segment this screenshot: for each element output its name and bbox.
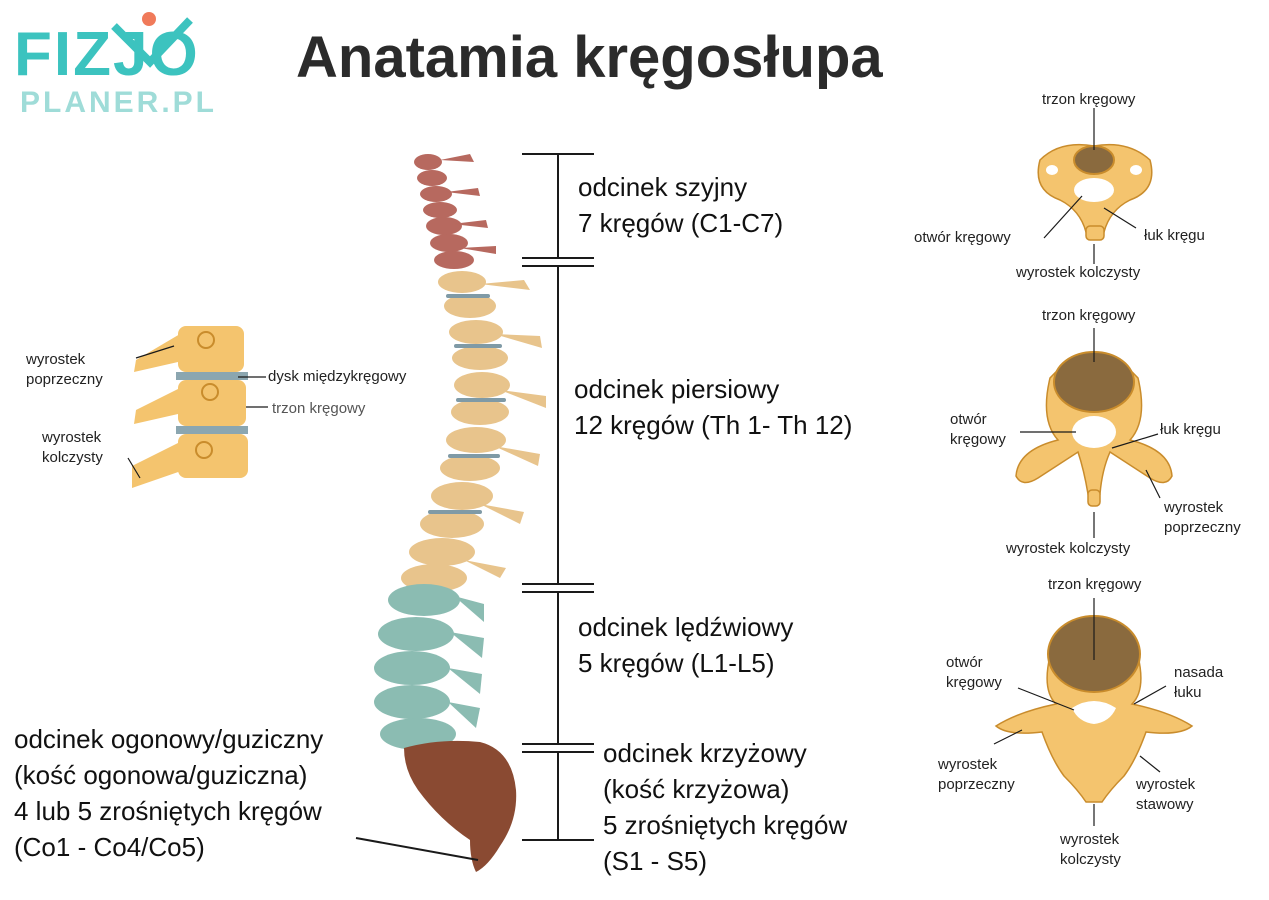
thoracic-transverse-line2: poprzeczny — [1164, 518, 1241, 536]
lumbar-vertebrae — [374, 584, 484, 750]
side-spinous-label: wyrostek kolczysty — [42, 428, 103, 467]
cervical-body-label: trzon kręgowy — [1042, 91, 1136, 108]
lumbar-pedicle-line2: łuku — [1174, 683, 1202, 701]
coccyx-segment-bone: (kość ogonowa/guziczna) — [14, 759, 308, 790]
sacral-segment-label: odcinek krzyżowy (kość krzyżowa) 5 zrośn… — [603, 736, 847, 880]
cervical-vertebrae — [414, 154, 496, 269]
lumbar-spinous-line1: wyrostek — [1060, 831, 1120, 848]
thoracic-transverse-label: wyrostek poprzeczny — [1164, 498, 1241, 537]
side-spinous-line2: kolczysty — [42, 448, 103, 466]
lumbar-segment-label: odcinek lędźwiowy 5 kręgów (L1-L5) — [578, 610, 793, 682]
thoracic-discs — [428, 294, 506, 514]
page-title: Anatamia kręgosłupa — [296, 25, 883, 90]
cervical-vertebra-top-view — [1037, 108, 1153, 264]
thoracic-segment-label: odcinek piersiowy 12 kręgów (Th 1- Th 12… — [574, 372, 852, 444]
cervical-segment-count: 7 kręgów (C1-C7) — [578, 207, 784, 238]
lumbar-vertebra-top-view — [993, 598, 1194, 826]
lumbar-foramen-line1: otwór — [946, 654, 983, 671]
logo-planer-text: PLANER.PL — [20, 86, 218, 119]
thoracic-segment-name: odcinek piersiowy — [574, 374, 780, 404]
thoracic-foramen-label: otwór kręgowy — [950, 410, 1006, 449]
thoracic-segment-count: 12 kręgów (Th 1- Th 12) — [574, 409, 853, 440]
lumbar-transverse-line2: poprzeczny — [938, 775, 1015, 793]
side-transverse-label: wyrostek poprzeczny — [26, 350, 103, 389]
side-view-vertebrae — [127, 326, 268, 488]
side-disc-label: dysk międzykręgowy — [268, 368, 407, 385]
sacral-segment-count: 5 zrośniętych kręgów — [603, 809, 848, 840]
lumbar-foramen-line2: kręgowy — [946, 673, 1002, 691]
lumbar-body-label: trzon kręgowy — [1048, 576, 1142, 593]
lumbar-spinous-label: wyrostek kolczysty — [1060, 830, 1121, 869]
cervical-spinous-label: wyrostek kolczysty — [1016, 264, 1141, 281]
thoracic-foramen-line1: otwór — [950, 411, 987, 428]
logo-fizjo-text: FIZJO — [14, 20, 200, 89]
coccyx-segment-label: odcinek ogonowy/guziczny (kość ogonowa/g… — [14, 722, 323, 866]
cervical-foramen-label: otwór kręgowy — [914, 229, 1011, 246]
sacral-segment-range: (S1 - S5) — [603, 845, 708, 876]
lumbar-spinous-line2: kolczysty — [1060, 850, 1121, 868]
spine-column — [374, 154, 546, 872]
logo-check-icon — [111, 12, 193, 68]
side-transverse-line2: poprzeczny — [26, 370, 103, 388]
lumbar-segment-count: 5 kręgów (L1-L5) — [578, 647, 775, 678]
thoracic-spinous-label: wyrostek kolczysty — [1006, 540, 1131, 557]
thoracic-vertebra-top-view — [1015, 328, 1173, 538]
lumbar-pedicle-label: nasada łuku — [1174, 663, 1223, 702]
coccyx-segment-name: odcinek ogonowy/guziczny — [14, 724, 324, 754]
thoracic-transverse-line1: wyrostek — [1164, 499, 1224, 516]
cervical-segment-label: odcinek szyjny 7 kręgów (C1-C7) — [578, 170, 783, 242]
lumbar-articular-line1: wyrostek — [1136, 776, 1196, 793]
lumbar-transverse-label: wyrostek poprzeczny — [938, 755, 1015, 794]
logo: FIZJO PLANER.PL — [14, 10, 224, 119]
cervical-segment-name: odcinek szyjny — [578, 172, 748, 202]
segment-brackets — [355, 153, 594, 861]
side-spinous-line1: wyrostek — [42, 429, 102, 446]
lumbar-articular-label: wyrostek stawowy — [1136, 775, 1195, 814]
lumbar-transverse-line1: wyrostek — [938, 756, 998, 773]
lumbar-pedicle-line1: nasada — [1174, 664, 1224, 681]
coccyx-segment-range: (Co1 - Co4/Co5) — [14, 831, 205, 862]
lumbar-segment-name: odcinek lędźwiowy — [578, 612, 794, 642]
side-transverse-line1: wyrostek — [26, 351, 86, 368]
side-body-label: trzon kręgowy — [272, 400, 366, 417]
thoracic-vertebrae — [401, 271, 546, 592]
lumbar-articular-line2: stawowy — [1136, 795, 1194, 813]
coccyx-segment-count: 4 lub 5 zrośniętych kręgów — [14, 795, 322, 826]
cervical-arch-label: łuk kręgu — [1144, 227, 1205, 244]
sacrum-coccyx — [404, 740, 517, 872]
thoracic-foramen-line2: kręgowy — [950, 430, 1006, 448]
thoracic-arch-label: łuk kręgu — [1160, 421, 1221, 438]
lumbar-foramen-label: otwór kręgowy — [946, 653, 1002, 692]
sacral-segment-name: odcinek krzyżowy — [603, 738, 807, 768]
thoracic-body-label: trzon kręgowy — [1042, 307, 1136, 324]
sacral-segment-bone: (kość krzyżowa) — [603, 773, 790, 804]
